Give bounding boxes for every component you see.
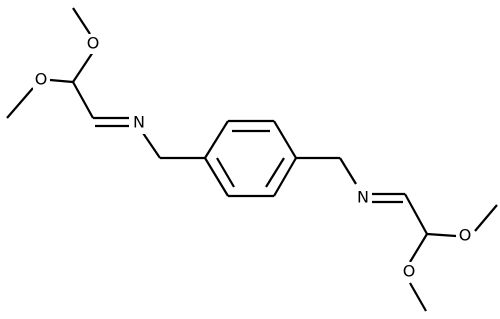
o-bottom-lower-label-bg xyxy=(401,262,418,282)
oxygen-label-bottom-upper: O xyxy=(459,226,472,245)
nitrogen-label-right: N xyxy=(357,188,369,207)
bond-ch2-n-right xyxy=(339,157,357,185)
n-left-label-bg xyxy=(129,112,148,134)
bond-o-bottom-lower-methyl xyxy=(409,282,427,312)
bond-acetal-c-o-bottom-upper xyxy=(426,232,457,238)
bond-acetal-c-imine-c xyxy=(72,81,94,119)
ring-inner-bond-3 xyxy=(216,157,235,188)
o-top-lower-label-bg xyxy=(33,70,50,90)
nitrogen-label-left: N xyxy=(133,113,145,132)
o-top-upper-label-bg xyxy=(85,34,102,54)
bond-n-left-ch2 xyxy=(142,132,161,159)
n-right-label-bg xyxy=(353,187,372,209)
o-bottom-upper-label-bg xyxy=(457,226,474,246)
oxygen-label-bottom-lower: O xyxy=(403,262,416,281)
oxygen-label-top-lower: O xyxy=(35,70,48,89)
bond-methyl-o-top-upper xyxy=(72,7,91,35)
bond-acetal-c-o-bottom-lower xyxy=(409,233,428,263)
bond-methyl-o-top-lower xyxy=(6,87,34,119)
ring-bond-4 xyxy=(273,157,297,197)
ring-inner-bond-2 xyxy=(265,157,285,188)
ring-bond-1 xyxy=(204,120,229,159)
ring-bond-6 xyxy=(204,157,229,197)
bond-o-top-lower-acetal-c xyxy=(49,78,74,84)
ring-bond-3 xyxy=(273,120,297,159)
oxygen-label-top-upper: O xyxy=(87,34,100,53)
bond-imine-c-acetal-c xyxy=(404,193,428,235)
bond-o-bottom-upper-methyl xyxy=(474,204,498,232)
bond-o-top-upper-acetal-c xyxy=(72,51,94,83)
